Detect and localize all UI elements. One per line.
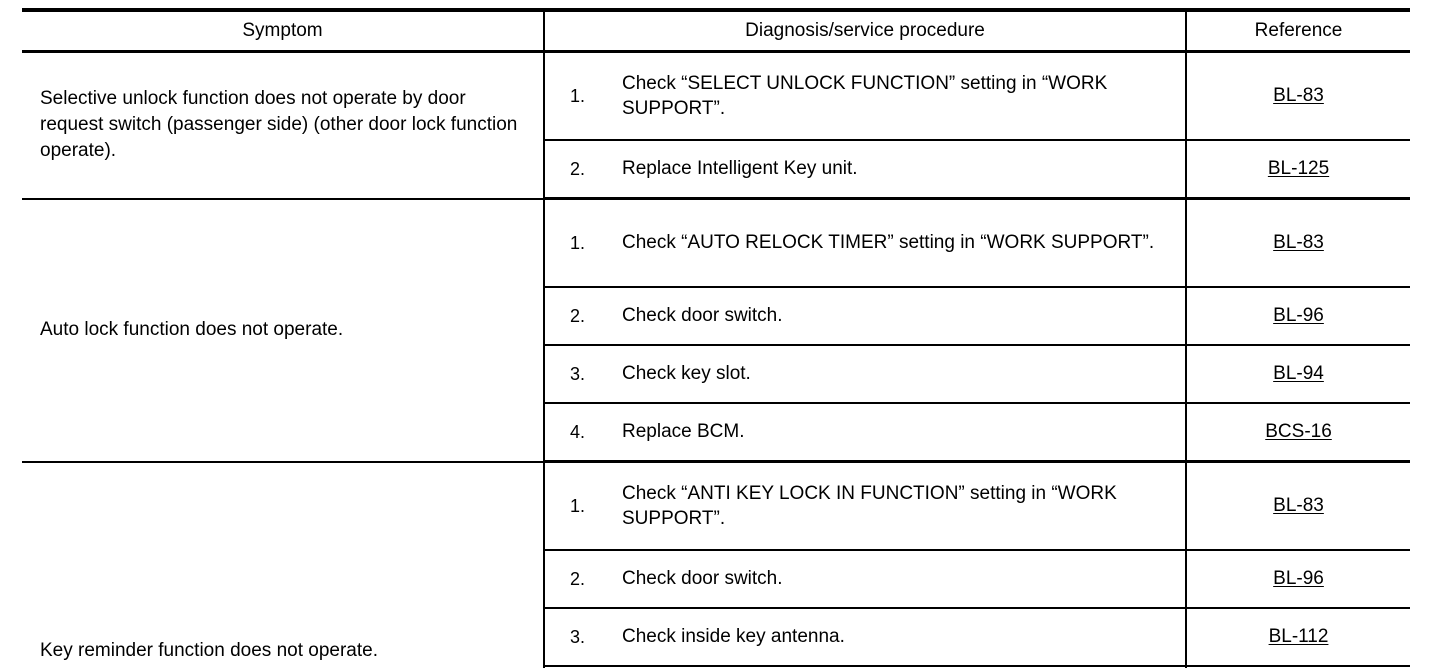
reference-link[interactable]: BL-83 bbox=[1273, 232, 1324, 253]
table-row: 2.Replace Intelligent Key unit. BL-125 bbox=[22, 140, 1411, 200]
reference-cell: BL-83 bbox=[1186, 198, 1411, 288]
step-number: 1. bbox=[544, 51, 610, 141]
reference-cell: BL-105 bbox=[1186, 666, 1411, 668]
reference-cell: BCS-16 bbox=[1186, 403, 1411, 463]
reference-link[interactable]: BL-112 bbox=[1268, 626, 1329, 647]
reference-link[interactable]: BL-83 bbox=[1273, 85, 1324, 106]
step-number: 1. bbox=[544, 198, 610, 288]
step-number: 2. bbox=[544, 287, 610, 346]
reference-link[interactable]: BL-125 bbox=[1267, 158, 1330, 179]
table-row: 4.Replace BCM. BCS-16 bbox=[22, 403, 1411, 463]
diagnosis-table: Symptom Diagnosis/service procedure Refe… bbox=[22, 8, 1411, 668]
reference-cell: BL-96 bbox=[1186, 550, 1411, 609]
step-number: 3. bbox=[544, 608, 610, 667]
table-header-row: Symptom Diagnosis/service procedure Refe… bbox=[22, 8, 1411, 53]
procedure-text: Check inside key antenna. bbox=[610, 608, 1188, 667]
procedure-text: Check “AUTO RELOCK TIMER” setting in “WO… bbox=[610, 198, 1188, 288]
table-row: 4.Check unlock sensor.BL-105 bbox=[22, 666, 1411, 668]
symptom-cell: Auto lock function does not operate. bbox=[22, 198, 545, 463]
table-body: Selective unlock function does not opera… bbox=[22, 51, 1411, 668]
symptom-cell: Selective unlock function does not opera… bbox=[22, 51, 545, 200]
procedure-text: Replace Intelligent Key unit. bbox=[610, 140, 1188, 200]
table-row: 2.Check door switch. BL-96 bbox=[22, 550, 1411, 609]
reference-cell: BL-112 bbox=[1186, 608, 1411, 667]
reference-link[interactable]: BL-96 bbox=[1273, 305, 1324, 326]
table-row: 3.Check inside key antenna. BL-112 bbox=[22, 608, 1411, 667]
table-row: Key reminder function does not operate.1… bbox=[22, 461, 1411, 668]
reference-cell: BL-83 bbox=[1186, 461, 1411, 551]
step-number: 2. bbox=[544, 140, 610, 200]
reference-cell: BL-83 bbox=[1186, 51, 1411, 141]
table-header: Symptom Diagnosis/service procedure Refe… bbox=[22, 8, 1411, 53]
table-row: Selective unlock function does not opera… bbox=[22, 51, 1411, 200]
column-header-symptom: Symptom bbox=[22, 8, 545, 53]
reference-cell: BL-94 bbox=[1186, 345, 1411, 404]
procedure-text: Check door switch. bbox=[610, 550, 1188, 609]
step-number: 4. bbox=[544, 403, 610, 463]
reference-link[interactable]: BCS-16 bbox=[1265, 421, 1332, 442]
reference-link[interactable]: BL-83 bbox=[1273, 495, 1324, 516]
procedure-text: Check door switch. bbox=[610, 287, 1188, 346]
column-header-reference: Reference bbox=[1186, 8, 1411, 53]
reference-link[interactable]: BL-94 bbox=[1273, 363, 1324, 384]
column-header-procedure: Diagnosis/service procedure bbox=[544, 8, 1188, 53]
procedure-text: Check “SELECT UNLOCK FUNCTION” setting i… bbox=[610, 51, 1188, 141]
procedure-text: Check key slot. bbox=[610, 345, 1188, 404]
procedure-text: Check unlock sensor. bbox=[610, 666, 1188, 668]
reference-link[interactable]: BL-96 bbox=[1273, 568, 1324, 589]
table-row: 3.Check key slot. BL-94 bbox=[22, 345, 1411, 404]
step-number: 4. bbox=[544, 666, 610, 668]
procedure-text: Replace BCM. bbox=[610, 403, 1188, 463]
step-number: 3. bbox=[544, 345, 610, 404]
table-row: Auto lock function does not operate.1.Ch… bbox=[22, 198, 1411, 463]
table-row: 2.Check door switch. BL-96 bbox=[22, 287, 1411, 346]
step-number: 2. bbox=[544, 550, 610, 609]
step-number: 1. bbox=[544, 461, 610, 551]
reference-cell: BL-125 bbox=[1186, 140, 1411, 200]
symptom-cell: Key reminder function does not operate. bbox=[22, 461, 545, 668]
reference-cell: BL-96 bbox=[1186, 287, 1411, 346]
procedure-text: Check “ANTI KEY LOCK IN FUNCTION” settin… bbox=[610, 461, 1188, 551]
